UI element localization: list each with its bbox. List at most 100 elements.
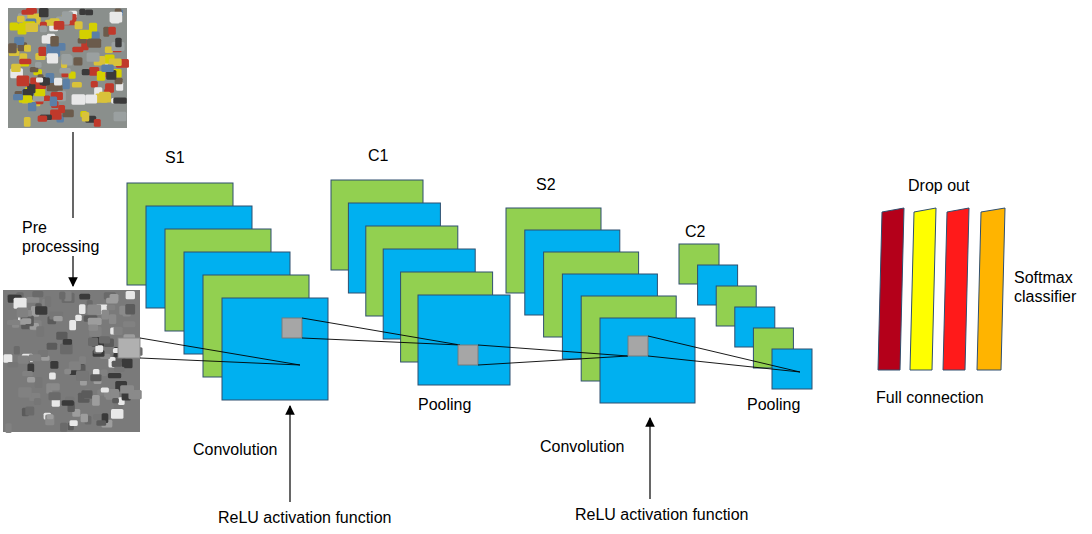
car-shape <box>25 407 34 416</box>
car-shape <box>87 305 101 315</box>
layer-label: S2 <box>536 175 556 194</box>
layer-label: C1 <box>368 146 388 165</box>
car-shape <box>96 420 106 425</box>
car-shape <box>88 338 98 346</box>
car-shape <box>62 11 73 20</box>
car-shape <box>79 30 91 39</box>
layer-label: S1 <box>165 148 185 167</box>
car-shape <box>14 346 20 354</box>
kernel-window <box>282 318 302 338</box>
grayscale-photo <box>3 290 143 433</box>
car-shape <box>126 291 135 299</box>
car-shape <box>69 320 76 330</box>
feature-map <box>222 298 328 400</box>
car-shape <box>81 390 92 398</box>
flow-arrow <box>72 132 73 286</box>
car-shape <box>123 321 135 327</box>
car-shape <box>108 373 121 378</box>
car-shape <box>33 95 45 101</box>
car-shape <box>8 43 17 53</box>
operation-label: Pooling <box>747 395 800 414</box>
car-shape <box>95 94 107 103</box>
feature-map-stack: S1 <box>127 148 339 404</box>
car-shape <box>25 23 38 32</box>
car-shape <box>27 377 35 383</box>
car-shape <box>102 310 109 320</box>
kernel-window <box>628 336 648 356</box>
car-shape <box>26 297 39 303</box>
car-shape <box>69 361 81 370</box>
car-shape <box>62 400 74 405</box>
car-shape <box>22 10 34 15</box>
car-shape <box>45 415 54 426</box>
car-shape <box>120 385 134 393</box>
car-shape <box>107 305 115 310</box>
feature-map-stack: C2 <box>679 222 814 392</box>
car-shape <box>34 89 45 96</box>
car-shape <box>112 361 122 367</box>
car-shape <box>29 354 41 361</box>
car-shape <box>91 81 98 87</box>
car-shape <box>35 377 43 388</box>
car-shape <box>39 8 49 17</box>
feature-map-stack: C1 <box>331 146 513 388</box>
car-shape <box>79 304 86 314</box>
car-shape <box>11 64 21 72</box>
car-shape <box>59 292 65 300</box>
car-shape <box>101 388 109 393</box>
car-shape <box>17 16 24 23</box>
car-shape <box>72 47 83 53</box>
car-shape <box>88 325 98 331</box>
dense-bar <box>878 208 904 370</box>
car-shape <box>54 78 62 86</box>
car-shape <box>60 343 73 354</box>
feature-map <box>772 349 812 389</box>
car-shape <box>24 117 31 127</box>
car-shape <box>88 39 101 48</box>
kernel-window <box>458 345 478 365</box>
car-shape <box>63 79 70 89</box>
car-shape <box>101 65 113 73</box>
car-shape <box>35 306 47 314</box>
operation-label: Pooling <box>418 395 471 414</box>
car-shape <box>81 414 88 423</box>
car-shape <box>18 387 31 397</box>
car-shape <box>115 38 121 48</box>
layer-label: Drop out <box>908 176 969 195</box>
car-shape <box>38 47 46 56</box>
car-shape <box>49 372 56 379</box>
car-shape <box>76 371 89 381</box>
car-shape <box>63 339 72 345</box>
dense-layer-group: Drop outFull connection <box>870 176 1010 411</box>
car-shape <box>93 414 103 420</box>
car-shape <box>60 423 67 432</box>
layer-label: Full connection <box>876 388 984 407</box>
feature-map <box>600 318 695 403</box>
car-shape <box>95 345 103 352</box>
car-shape <box>3 354 12 362</box>
car-shape <box>112 398 119 403</box>
operation-label: Convolution <box>193 440 278 459</box>
projection-line <box>478 345 628 356</box>
car-shape <box>14 298 27 309</box>
car-shape <box>114 112 127 121</box>
projection-line <box>648 336 800 372</box>
car-shape <box>110 12 123 23</box>
car-shape <box>61 54 71 65</box>
car-shape <box>105 83 114 92</box>
car-shape <box>72 82 82 88</box>
car-shape <box>35 62 42 68</box>
car-shape <box>36 77 43 82</box>
car-shape <box>50 383 59 390</box>
projection-line <box>140 358 300 365</box>
projection-line <box>140 338 300 365</box>
traffic-photo <box>8 8 129 128</box>
car-shape <box>108 27 115 35</box>
car-shape <box>50 36 58 47</box>
layer-label: C2 <box>685 222 705 241</box>
car-shape <box>36 326 44 336</box>
car-shape <box>92 395 100 406</box>
car-shape <box>21 318 31 324</box>
operation-label: Convolution <box>540 437 625 456</box>
car-shape <box>19 59 31 64</box>
